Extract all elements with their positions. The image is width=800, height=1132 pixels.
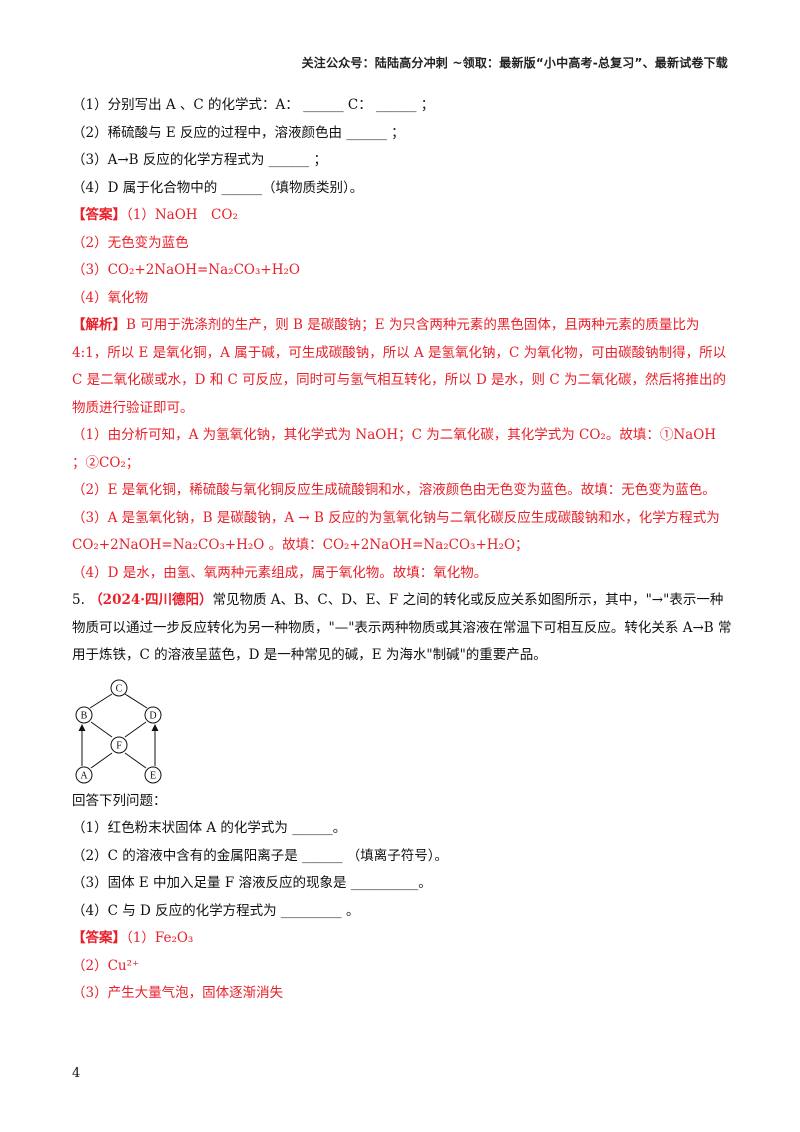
- q5-source: （2024·四川德阳）: [89, 592, 213, 608]
- document-body: （1）分别写出 A 、C 的化学式：A： ______ C： ______ ； …: [72, 92, 732, 1008]
- q5-answer-2: （2）Cu²⁺: [72, 957, 140, 974]
- node-e: [144, 766, 162, 783]
- edge-c-b: [89, 693, 113, 708]
- q5-stem-text: 常见物质 A、B、C、D、E、F 之间的转化或反应关系如图所示，其中，"→"表示…: [72, 592, 732, 663]
- node-a: [75, 766, 93, 783]
- page-header: 关注公众号：陆陆高分冲刺 ~领取：最新版“小中高考-总复习”、最新试卷下载: [301, 56, 728, 70]
- q5-number: 5.: [72, 592, 85, 608]
- node-a-label: A: [80, 770, 88, 781]
- q4-explain-2: （2）E 是氧化铜，稀硫酸与氧化铜反应生成硫酸铜和水，溶液颜色由无色变为蓝色。故…: [72, 482, 716, 498]
- q5-answer-tag: 【答案】: [72, 930, 126, 946]
- edge-c-d: [124, 693, 148, 708]
- analysis-tag: 【解析】: [72, 317, 126, 333]
- relation-diagram-svg: C B D F A E: [75, 679, 162, 783]
- q5-relation-diagram: C B D F A E: [72, 674, 192, 786]
- node-b-label: B: [81, 710, 88, 721]
- q5-line-3: （3）固体 E 中加入足量 F 溶液反应的现象是 __________。: [72, 875, 432, 891]
- q4-line-4: （4）D 属于化合物中的 ______（填物质类别）。: [72, 179, 364, 196]
- node-f-label: F: [116, 740, 122, 751]
- q4-line-1: （1）分别写出 A 、C 的化学式：A： ______ C： ______ ；: [72, 97, 435, 113]
- edge-f-a: [90, 752, 113, 768]
- q4-answer-line-1: 【答案】（1）NaOH CO₂: [72, 202, 732, 230]
- q4-answer-4: （4）氧化物: [72, 289, 149, 306]
- q4-explain-1: （1）由分析可知，A 为氢氧化钠，其化学式为 NaOH；C 为二氧化碳，其化学式…: [72, 427, 717, 471]
- q4-explain-3: （3）A 是氢氧化钠，B 是碳酸钠，A → B 反应的为氢氧化钠与二氧化碳反应生…: [72, 509, 720, 554]
- page-number: 4: [72, 1066, 81, 1081]
- node-c: [110, 679, 128, 696]
- q4-line-3: （3）A→B 反应的化学方程式为 ______ ；: [72, 152, 327, 168]
- q5-stem: 5. （2024·四川德阳）常见物质 A、B、C、D、E、F 之间的转化或反应关…: [72, 587, 732, 670]
- node-f: [110, 736, 128, 753]
- node-b: [75, 706, 93, 723]
- node-d-label: D: [149, 710, 156, 721]
- node-d: [144, 706, 162, 723]
- q4-answer-3: （3）CO₂+2NaOH=Na₂CO₃+H₂O: [72, 262, 300, 278]
- q5-prompt: 回答下列问题：: [72, 792, 167, 809]
- q4-line-2: （2）稀硫酸与 E 反应的过程中，溶液颜色由 ______ ；: [72, 124, 405, 141]
- q4-analysis: 【解析】B 可用于洗涤剂的生产，则 B 是碳酸钠；E 为只含两种元素的黑色固体，…: [72, 312, 732, 422]
- q5-line-4: （4）C 与 D 反应的化学方程式为 _________ 。: [72, 902, 360, 919]
- edge-d-f: [124, 721, 147, 737]
- q5-line-2: （2）C 的溶液中含有的金属阳离子是 ______ （填离子符号）。: [72, 847, 449, 864]
- edge-f-e: [124, 752, 147, 768]
- node-c-label: C: [116, 683, 123, 694]
- q5-answer-line-1: 【答案】（1）Fe₂O₃: [72, 925, 732, 953]
- q5-line-1: （1）红色粉末状固体 A 的化学式为 ______。: [72, 820, 347, 836]
- node-e-label: E: [150, 770, 156, 781]
- edge-b-f: [90, 721, 113, 737]
- answer-tag: 【答案】: [72, 207, 126, 223]
- q4-explain-4: （4）D 是水，由氢、氧两种元素组成，属于氧化物。故填：氧化物。: [72, 564, 488, 581]
- q4-answer-1: （1）NaOH CO₂: [126, 207, 238, 223]
- q4-analysis-text: B 可用于洗涤剂的生产，则 B 是碳酸钠；E 为只含两种元素的黑色固体，且两种元…: [72, 317, 727, 416]
- q5-answer-3: （3）产生大量气泡，固体逐渐消失: [72, 985, 284, 1001]
- q5-answer-1: （1）Fe₂O₃: [126, 930, 194, 946]
- q4-answer-2: （2）无色变为蓝色: [72, 234, 189, 251]
